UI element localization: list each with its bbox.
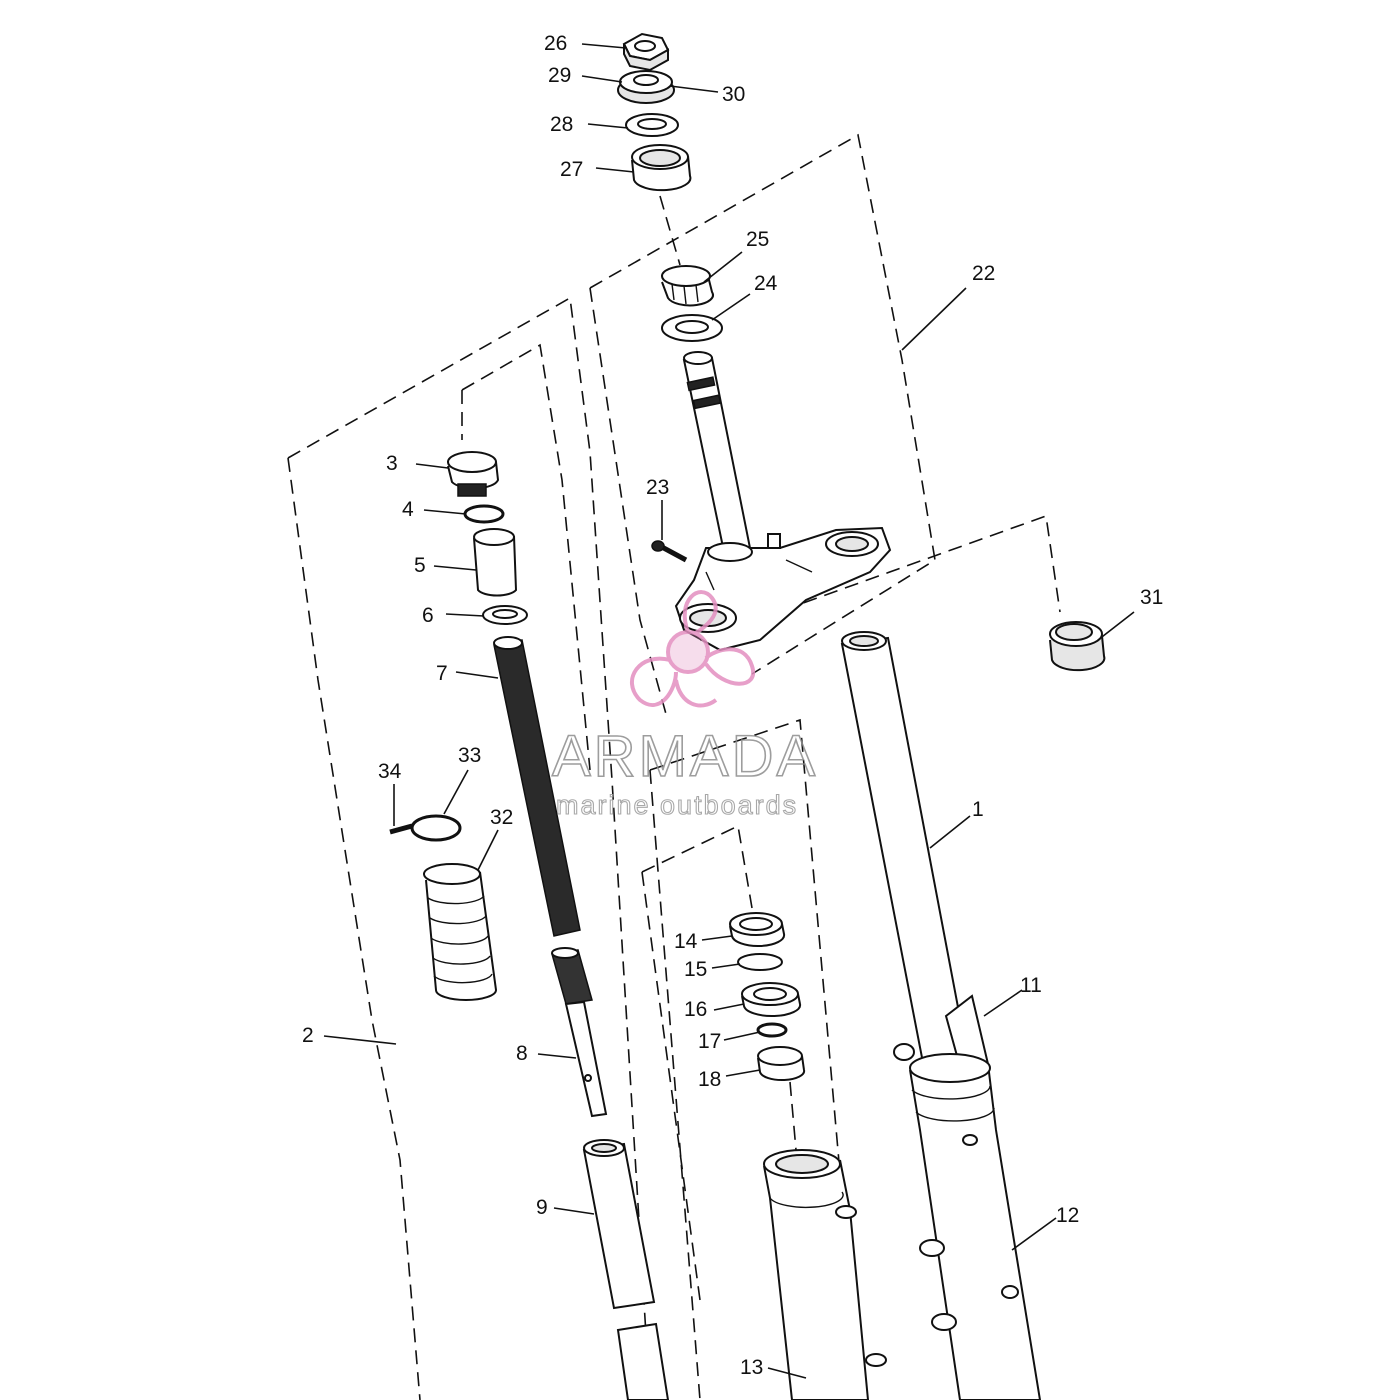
callout-30: 30 (722, 83, 745, 106)
watermark-brand: ARMADA (552, 724, 818, 789)
callout-24: 24 (754, 272, 778, 295)
watermark-tagline: marine outboards (556, 790, 798, 820)
callout-4: 4 (402, 498, 414, 521)
callout-5: 5 (414, 554, 426, 577)
callout-18: 18 (698, 1068, 721, 1091)
callout-7: 7 (436, 662, 448, 685)
leader-lines (323, 43, 1135, 1379)
part-16-oil-seal (741, 982, 802, 1018)
part-3-cap-bolt (447, 451, 500, 497)
callout-14: 14 (674, 930, 698, 953)
part-31-cap (1049, 621, 1106, 672)
callout-32: 32 (490, 806, 513, 829)
callout-6: 6 (422, 604, 434, 627)
part-8-damper-rod (551, 947, 608, 1118)
callout-23: 23 (646, 476, 669, 499)
callout-16: 16 (684, 998, 707, 1021)
part-28-washer (625, 113, 679, 137)
callout-26: 26 (544, 32, 567, 55)
group-outlines (287, 133, 1061, 1400)
callout-8: 8 (516, 1042, 528, 1065)
callout-17: 17 (698, 1030, 721, 1053)
callout-27: 27 (560, 158, 583, 181)
part-22-steering-stem (674, 351, 892, 652)
part-17-washer (756, 1022, 788, 1038)
callout-13: 13 (740, 1356, 763, 1379)
callout-11: 11 (1020, 974, 1042, 997)
part-7-spring (493, 636, 581, 937)
part-23-bolt (651, 540, 688, 563)
watermark: ARMADA marine outboards (551, 590, 818, 821)
callout-2: 2 (302, 1024, 314, 1047)
callout-1: 1 (972, 798, 984, 821)
part-25-tapered-bearing (661, 265, 714, 307)
part-26-nut (622, 32, 670, 72)
callout-31: 31 (1140, 586, 1163, 609)
part-24-seal (661, 314, 723, 342)
part-27-bearing-race (631, 144, 692, 192)
part-9-inner-tube (582, 1139, 670, 1400)
callout-22: 22 (972, 262, 995, 285)
parts (389, 32, 1106, 1400)
callout-29: 29 (548, 64, 571, 87)
callout-34: 34 (378, 760, 402, 783)
part-32-boot (423, 863, 498, 1001)
part-29-30-ring-nut (617, 70, 675, 104)
part-33-clamp (410, 814, 462, 842)
part-13-outer-tube (763, 1149, 887, 1400)
part-34-screw (389, 823, 413, 835)
callout-15: 15 (684, 958, 707, 981)
part-15-clip (737, 953, 783, 971)
part-12-outer-tube (893, 1043, 1042, 1400)
callout-12: 12 (1056, 1204, 1079, 1227)
part-5-spacer (473, 528, 518, 597)
part-1-inner-tube (840, 631, 970, 1070)
callout-labels: 26 29 30 28 27 25 24 22 23 31 3 4 5 6 7 … (302, 32, 1163, 1379)
callout-28: 28 (550, 113, 573, 136)
callout-33: 33 (458, 744, 481, 767)
callout-9: 9 (536, 1196, 548, 1219)
propeller-logo-icon (629, 590, 756, 708)
part-4-o-ring (463, 504, 505, 524)
callout-3: 3 (386, 452, 398, 475)
part-14-oil-seal (729, 912, 786, 948)
callout-25: 25 (746, 228, 769, 251)
part-18-bush (757, 1046, 806, 1082)
part-6-washer (482, 605, 528, 625)
